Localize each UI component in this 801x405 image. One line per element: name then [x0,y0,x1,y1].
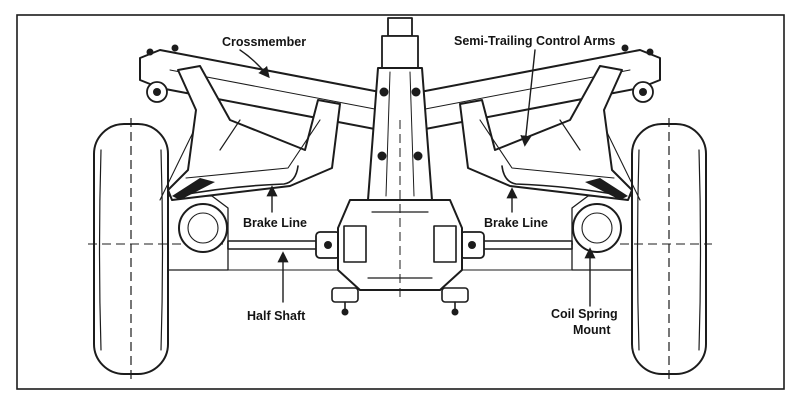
left-half-shaft [227,231,341,259]
label-half-shaft: Half Shaft [247,309,306,323]
leader-lines [239,49,596,307]
left-wheel [93,118,169,380]
left-coil-spring-mount [178,203,228,253]
differential [331,120,469,316]
right-coil-spring-mount [572,203,622,253]
label-semi-trailing-control-arms: Semi-Trailing Control Arms [454,34,615,48]
label-coil-spring: Coil Spring [551,307,618,321]
right-brake-line [501,165,625,197]
label-mount: Mount [573,323,611,337]
label-brake-line-left: Brake Line [243,216,307,230]
crossmember-arrow-icon [239,49,270,79]
left-brake-line [175,165,299,197]
label-brake-line-right: Brake Line [484,216,548,230]
label-crossmember: Crossmember [222,35,306,49]
right-half-shaft [459,231,573,259]
right-wheel [631,118,707,380]
control-arms-arrow-icon [520,49,536,147]
